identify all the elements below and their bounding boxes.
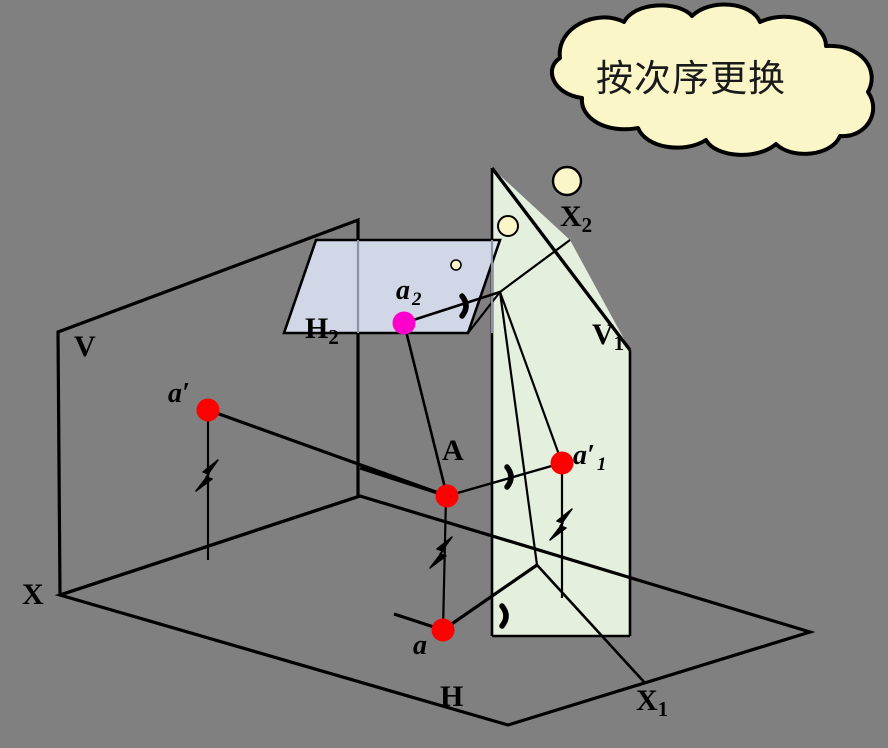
thought-bubble-text: 按次序更换 — [596, 57, 786, 100]
line-a-to-left — [393, 612, 444, 632]
label-a-prime-text: a — [168, 378, 182, 409]
label-a-prime-1-text: a — [573, 440, 587, 471]
v1-fold-left — [467, 291, 501, 334]
label-a-prime-1: a′1 — [573, 440, 606, 476]
bubble-large-icon — [551, 165, 583, 197]
line-a-to-x1 — [442, 563, 538, 632]
break-mark-v-plane — [195, 459, 219, 492]
v1-fold-upper — [499, 239, 571, 293]
label-H2-subscript: 2 — [328, 324, 339, 349]
line-aprime1-to-x2 — [498, 291, 564, 464]
label-X1-subscript: 1 — [657, 696, 669, 721]
line-A-to-aprime1 — [446, 461, 563, 498]
tick-mark-a — [499, 603, 509, 629]
plane-v-bottom-edge — [59, 494, 361, 597]
label-a-prime-mark: ′ — [182, 378, 190, 409]
label-H2-text: H — [305, 312, 329, 345]
tick-mark-a2 — [459, 293, 469, 319]
label-X2-subscript: 2 — [581, 212, 593, 237]
v1-fold-lower — [498, 291, 539, 566]
tick-mark-aprime1 — [504, 464, 514, 490]
label-V1-subscript: 1 — [613, 330, 625, 355]
label-A: A — [442, 434, 464, 468]
thought-cloud — [549, 2, 876, 157]
label-a-text: a — [413, 630, 427, 661]
label-a-2-subscript: 2 — [412, 288, 422, 310]
label-H2: H2 — [305, 312, 339, 350]
bubble-medium-icon — [497, 215, 519, 237]
line-A-ground-left — [359, 466, 448, 498]
label-a-prime: a′ — [168, 378, 190, 410]
label-X: X — [22, 578, 44, 612]
label-X2-text: X — [560, 200, 582, 233]
label-V-text: V — [74, 330, 96, 363]
label-X-text: X — [22, 578, 44, 611]
label-a: a — [413, 630, 427, 662]
line-A-vertical-to-a — [441, 495, 448, 631]
v1-diagonal-edge-x2 — [490, 166, 632, 352]
break-mark-h-plane — [429, 536, 453, 569]
plane-v1-fill — [492, 168, 630, 636]
line-a2-to-fold — [403, 290, 501, 325]
label-A-text: A — [442, 434, 464, 467]
label-V: V — [74, 330, 96, 364]
bubble-small-icon — [450, 259, 462, 271]
label-H: H — [440, 680, 463, 714]
line-a2-to-A — [402, 322, 449, 497]
label-X2: X2 — [560, 200, 592, 238]
label-X1-text: X — [636, 684, 658, 717]
v1-bottom-fold — [536, 564, 646, 684]
label-a-prime-1-mark: ′ — [587, 440, 595, 471]
label-H-text: H — [440, 680, 464, 713]
label-X1: X1 — [636, 684, 668, 722]
label-a-prime-1-subscript: 1 — [596, 453, 607, 475]
label-V1: V1 — [592, 318, 624, 356]
break-mark-v1-plane — [549, 508, 573, 541]
plane-h-ground — [54, 494, 816, 727]
label-V1-text: V — [592, 318, 614, 351]
label-a-2-text: a — [396, 275, 410, 306]
